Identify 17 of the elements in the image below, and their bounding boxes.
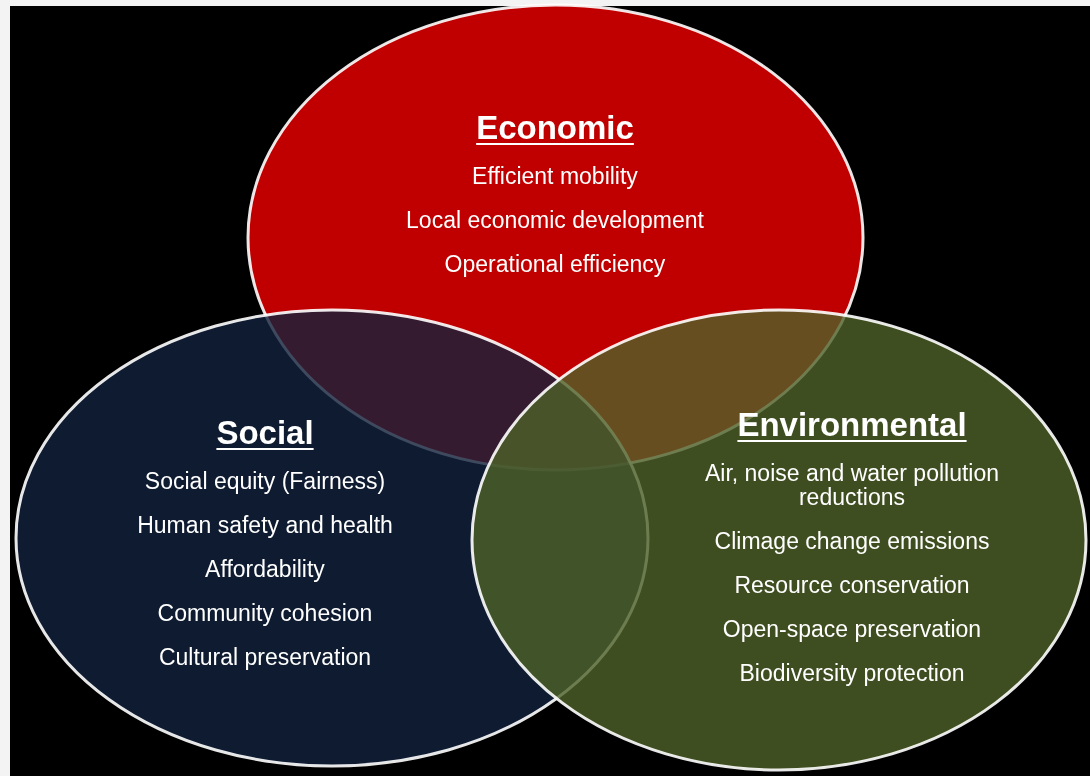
circle-heading: Social [216,413,314,453]
list-item: Climage change emissions [714,529,990,554]
list-item: Affordability [205,557,325,582]
list-item: Operational efficiency [444,252,666,277]
list-item: Human safety and health [137,513,393,538]
list-item: Open-space preservation [722,617,982,642]
list-item: Air, noise and water pollution reductions [703,461,1001,510]
circle-heading: Economic [476,108,634,148]
list-item: Resource conservation [734,573,970,598]
venn-ellipse [470,308,1088,772]
list-item: Community cohesion [157,601,373,626]
list-item: Biodiversity protection [739,661,965,686]
list-item: Social equity (Fairness) [144,469,386,494]
list-item: Cultural preservation [158,645,372,670]
circle-heading: Environmental [737,405,967,445]
list-item: Local economic development [406,208,704,233]
list-item: Efficient mobility [472,164,638,189]
